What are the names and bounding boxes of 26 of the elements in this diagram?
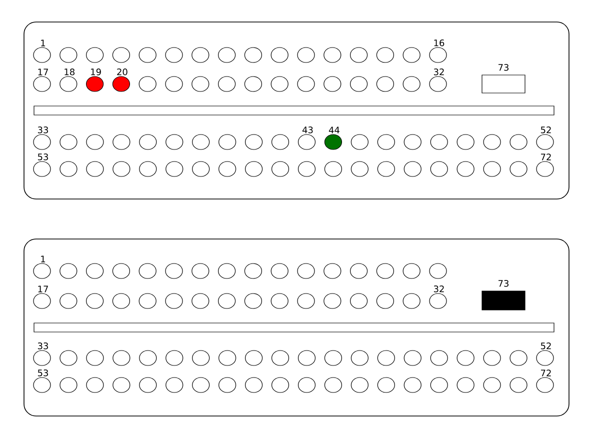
pin-number: 19 bbox=[91, 68, 101, 76]
pin-number: 52 bbox=[540, 126, 551, 134]
pin-block: 73 bbox=[482, 280, 526, 310]
pin-number: 43 bbox=[302, 126, 313, 134]
pin-number: 72 bbox=[541, 370, 551, 376]
node-label: 73 bbox=[498, 280, 509, 287]
pin-block: 73 bbox=[482, 64, 526, 94]
pin-number: 1 bbox=[41, 40, 46, 46]
pin-number: 32 bbox=[434, 68, 444, 76]
pin-number: 33 bbox=[38, 342, 48, 350]
pin-number: 52 bbox=[540, 342, 551, 350]
pin-number: 1 bbox=[41, 256, 46, 262]
pin-number: 20 bbox=[117, 68, 128, 76]
pin-number: 53 bbox=[38, 153, 48, 160]
pin-number: 17 bbox=[38, 68, 48, 76]
connector-panel bbox=[24, 22, 570, 200]
pin-number: 33 bbox=[38, 126, 48, 134]
pin-number: 32 bbox=[434, 285, 444, 292]
pin-number: 16 bbox=[434, 39, 444, 46]
node-label: 73 bbox=[498, 64, 509, 71]
pin-number: 72 bbox=[541, 154, 551, 160]
pin-number: 44 bbox=[328, 126, 340, 134]
pin-number: 53 bbox=[38, 369, 48, 376]
pin-number: 18 bbox=[64, 68, 75, 76]
pin-number: 17 bbox=[38, 286, 48, 292]
connector-panel bbox=[24, 238, 570, 416]
